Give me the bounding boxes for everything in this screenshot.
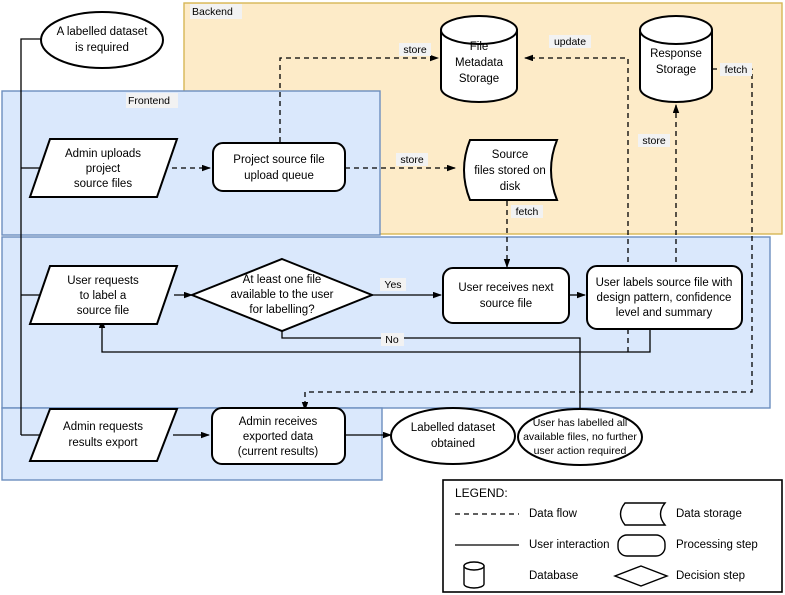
node-source-files-disk[interactable]: Source files stored on disk <box>463 139 559 201</box>
node-user-labels-file[interactable]: User labels source file with design patt… <box>586 265 743 330</box>
backend-label-bg <box>190 4 242 19</box>
edge-queue-to-filemeta <box>279 54 439 142</box>
node-source-files-line-0: Source <box>492 149 528 161</box>
node-start[interactable]: A labelled dataset is required <box>40 11 164 69</box>
node-dataset-obtained-line-0: Labelled dataset <box>411 422 496 434</box>
node-response-storage-line-1: Storage <box>656 64 696 76</box>
node-user-request-line-2: source file <box>77 305 129 317</box>
node-file-metadata-storage[interactable]: File Metadata Storage <box>440 15 518 103</box>
node-user-request-line-1: to label a <box>80 290 127 302</box>
node-source-files-line-2: disk <box>500 181 521 193</box>
svg-text:update: update <box>554 36 586 48</box>
edge-label-update: update <box>549 35 591 48</box>
node-user-receives-file[interactable]: User receives next source file <box>442 267 570 324</box>
legend-title: LEGEND: <box>455 486 508 500</box>
legend-label-data-flow: Data flow <box>529 508 578 520</box>
node-admin-upload-line-0: Admin uploads <box>65 148 141 160</box>
legend-panel: LEGEND: Data flow User interaction Datab… <box>442 479 783 593</box>
node-user-receives-line-1: source file <box>480 298 532 310</box>
node-file-meta-line-1: Metadata <box>455 57 504 69</box>
node-all-files-labelled[interactable]: User has labelled all available files, n… <box>517 408 643 466</box>
legend-label-user-interaction: User interaction <box>529 539 610 551</box>
edge-fetch-response <box>301 68 753 411</box>
node-start-line-0: A labelled dataset <box>57 26 149 38</box>
svg-text:Yes: Yes <box>384 279 401 291</box>
node-admin-receives-line-0: Admin receives <box>239 416 318 428</box>
svg-text:store: store <box>642 135 666 147</box>
legend-rounded-rect-icon <box>617 534 666 557</box>
node-admin-upload-line-1: project <box>86 163 121 175</box>
node-admin-export-request[interactable]: Admin requests results export <box>28 408 179 462</box>
node-admin-receives-line-2: (current results) <box>238 446 319 458</box>
container-label-frontend: Frontend <box>128 95 170 107</box>
edge-label-fetch-source: fetch <box>511 205 543 218</box>
node-response-storage[interactable]: Response Storage <box>639 15 713 103</box>
edge-label-store-filemeta: store <box>399 43 431 56</box>
node-admin-upload-line-2: source files <box>74 178 132 190</box>
legend-label-processing-step: Processing step <box>676 539 758 551</box>
node-admin-upload[interactable]: Admin uploads project source files <box>28 138 179 198</box>
node-decision-line-1: available to the user <box>231 289 334 301</box>
node-upload-queue-line-0: Project source file <box>233 154 324 166</box>
node-dataset-obtained[interactable]: Labelled dataset obtained <box>390 407 516 465</box>
node-user-request-line-0: User requests <box>67 275 139 287</box>
node-user-request[interactable]: User requests to label a source file <box>28 265 179 325</box>
legend-label-database: Database <box>529 570 578 582</box>
node-admin-export-line-1: results export <box>68 437 138 449</box>
node-admin-receives-line-1: exported data <box>243 431 314 443</box>
node-decision-file-available[interactable]: At least one file available to the user … <box>189 257 375 333</box>
node-user-labels-line-0: User labels source file with <box>596 277 733 289</box>
node-file-meta-line-2: Storage <box>459 73 499 85</box>
node-decision-line-0: At least one file <box>243 274 322 286</box>
svg-text:fetch: fetch <box>516 206 539 218</box>
svg-text:store: store <box>400 154 424 166</box>
node-user-labels-line-1: design pattern, confidence <box>597 292 732 304</box>
node-start-line-1: is required <box>75 42 129 54</box>
legend-label-data-storage: Data storage <box>676 508 742 520</box>
edge-label-store-sourcefiles: store <box>396 153 428 166</box>
legend-document-icon <box>619 502 667 526</box>
edge-label-no: No <box>381 333 404 346</box>
edge-label-store-response: store <box>638 134 670 147</box>
legend-label-decision-step: Decision step <box>676 570 745 582</box>
node-all-labelled-line-1: available files, no further <box>523 431 637 443</box>
legend-cylinder-icon <box>463 561 485 589</box>
edge-labels-loopback <box>98 319 651 353</box>
node-admin-receives-data[interactable]: Admin receives exported data (current re… <box>211 407 346 465</box>
node-dataset-obtained-line-1: obtained <box>431 438 475 450</box>
node-response-storage-line-0: Response <box>650 48 702 60</box>
frontend-label-bg <box>126 93 178 108</box>
edge-start-rail <box>20 38 49 439</box>
node-user-labels-line-2: level and summary <box>616 307 713 319</box>
svg-text:No: No <box>385 334 399 346</box>
node-all-labelled-line-0: User has labelled all <box>533 417 628 429</box>
container-label-backend: Backend <box>192 6 233 18</box>
node-file-meta-line-0: File <box>470 41 489 53</box>
node-admin-export-line-0: Admin requests <box>63 421 143 433</box>
edge-label-yes: Yes <box>380 278 406 291</box>
node-source-files-line-1: files stored on <box>474 165 546 177</box>
node-user-receives-line-0: User receives next <box>458 282 554 294</box>
node-all-labelled-line-2: user action required <box>534 445 627 457</box>
svg-text:fetch: fetch <box>725 64 748 76</box>
edge-update-filemeta <box>524 54 629 352</box>
node-upload-queue-line-1: upload queue <box>244 170 314 182</box>
edge-label-fetch-response: fetch <box>720 63 752 76</box>
legend-diamond-icon <box>613 565 669 587</box>
svg-text:store: store <box>403 44 427 56</box>
node-upload-queue[interactable]: Project source file upload queue <box>212 142 346 192</box>
node-decision-line-2: for labelling? <box>249 304 314 316</box>
